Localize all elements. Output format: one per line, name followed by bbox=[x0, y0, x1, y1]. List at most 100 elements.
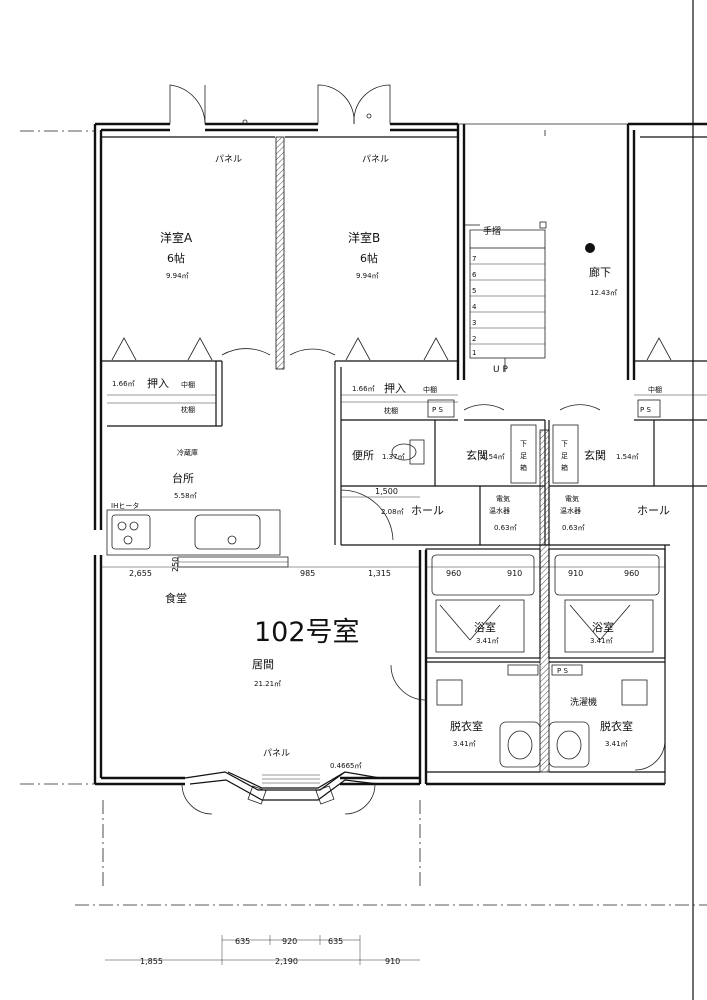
shoe-char-3: 箱 bbox=[520, 463, 527, 472]
western-a-size: 6帖 bbox=[167, 252, 185, 265]
closet-b-pillow: 枕棚 bbox=[384, 406, 398, 415]
right-heater-area: 0.63㎡ bbox=[562, 524, 585, 532]
dim-2655: 2,655 bbox=[129, 569, 152, 578]
fridge-label: 冷蔵庫 bbox=[177, 448, 198, 457]
handrail-label: 手摺 bbox=[483, 225, 501, 237]
dim-kitchen-depth: 250 bbox=[171, 557, 180, 572]
exterior-walls bbox=[93, 122, 466, 786]
stair-step-4: 4 bbox=[472, 303, 477, 311]
stair-step-5: 5 bbox=[472, 287, 476, 295]
dimension-lines bbox=[101, 496, 665, 965]
unit-title: 102号室 bbox=[254, 617, 360, 648]
stair-step-1: 1 bbox=[472, 349, 476, 357]
western-a-name: 洋室A bbox=[160, 230, 193, 245]
ps-label-right-mid: P S bbox=[557, 667, 568, 675]
closet-a-area: 1.66㎡ bbox=[112, 380, 135, 388]
right-entrance-name: 玄関 bbox=[584, 448, 606, 462]
panel-label-a: パネル bbox=[215, 154, 242, 165]
corridor-area: 12.43㎡ bbox=[590, 289, 617, 297]
dim-bath-right-910: 910 bbox=[568, 569, 583, 578]
shoe-right-char-2: 足 bbox=[561, 452, 568, 460]
dot-marker bbox=[585, 243, 595, 253]
closet-a-name: 押入 bbox=[147, 376, 169, 390]
heater-area: 0.63㎡ bbox=[494, 524, 517, 532]
closet-b-shelf: 中棚 bbox=[423, 385, 437, 394]
dressing-area: 3.41㎡ bbox=[453, 740, 476, 748]
toilet-fixture bbox=[391, 439, 425, 465]
entrance-name: 玄関 bbox=[466, 448, 488, 462]
neighbor-walls bbox=[426, 122, 707, 786]
dim-bath-left-910: 910 bbox=[507, 569, 522, 578]
right-entrance-area: 1.54㎡ bbox=[616, 453, 639, 461]
dim-985: 985 bbox=[300, 569, 315, 578]
dim-bottom-2190: 2,190 bbox=[275, 957, 298, 966]
hall-width-dim: 1,500 bbox=[375, 487, 398, 496]
hall-name: ホール bbox=[411, 504, 444, 517]
shoe-boxes bbox=[510, 424, 579, 484]
top-doors bbox=[169, 84, 391, 125]
kitchen-area: 5.58㎡ bbox=[174, 492, 197, 500]
western-a-area: 9.94㎡ bbox=[166, 272, 189, 280]
bathtubs bbox=[425, 548, 666, 659]
western-b-size: 6帖 bbox=[360, 252, 378, 265]
right-heater-line2: 温水器 bbox=[560, 506, 581, 515]
dim-1315: 1,315 bbox=[368, 569, 391, 578]
kitchen-counter bbox=[106, 509, 289, 568]
right-hall-name: ホール bbox=[637, 504, 670, 517]
stair-step-2: 2 bbox=[472, 335, 476, 343]
dim-bath-right-960: 960 bbox=[624, 569, 639, 578]
right-dressing-area: 3.41㎡ bbox=[605, 740, 628, 748]
hall-area: 2.08㎡ bbox=[381, 508, 404, 516]
living-area: 21.21㎡ bbox=[254, 680, 281, 688]
right-shelf-label: 中棚 bbox=[648, 385, 662, 394]
closet-b-name: 押入 bbox=[384, 381, 406, 395]
dim-bottom-1855: 1,855 bbox=[140, 957, 163, 966]
dim-bottom-635-b: 635 bbox=[328, 937, 343, 946]
ps-boxes bbox=[427, 399, 661, 676]
toilet-name: 便所 bbox=[352, 449, 374, 462]
dining-name: 食堂 bbox=[165, 591, 187, 605]
ps-label-right: P S bbox=[640, 406, 651, 414]
right-bath-name: 浴室 bbox=[592, 620, 614, 634]
kitchen-name: 台所 bbox=[172, 471, 194, 485]
dim-bath-left-960: 960 bbox=[446, 569, 461, 578]
staircase bbox=[458, 123, 628, 372]
shoe-char-1: 下 bbox=[520, 440, 527, 448]
stair-step-3: 3 bbox=[472, 319, 476, 327]
closet-a-pillow: 枕棚 bbox=[181, 405, 195, 414]
dim-bottom-920: 920 bbox=[282, 937, 297, 946]
heater-line1: 電気 bbox=[496, 494, 510, 503]
right-washer-label: 洗濯機 bbox=[570, 696, 597, 708]
toilet-area: 1.37㎡ bbox=[382, 453, 405, 461]
western-b-name: 洋室B bbox=[348, 230, 380, 245]
panel-label-b: パネル bbox=[362, 154, 389, 165]
closet-b-area: 1.66㎡ bbox=[352, 385, 375, 393]
ps-label-closet-b: P S bbox=[432, 406, 443, 414]
western-b-area: 9.94㎡ bbox=[356, 272, 379, 280]
shoe-char-2: 足 bbox=[520, 452, 527, 460]
stair-step-6: 6 bbox=[472, 271, 477, 279]
corridor-name: 廊下 bbox=[589, 265, 611, 279]
dim-bottom-635-a: 635 bbox=[235, 937, 250, 946]
bay-window bbox=[181, 771, 381, 815]
dressing-name: 脱衣室 bbox=[450, 719, 483, 733]
stair-step-7: 7 bbox=[472, 255, 476, 263]
right-heater-line1: 電気 bbox=[565, 494, 579, 503]
shoe-right-char-1: 下 bbox=[561, 440, 568, 448]
closet-a-shelf: 中棚 bbox=[181, 380, 195, 389]
dim-bottom-910: 910 bbox=[385, 957, 400, 966]
bay-area: 0.4665㎡ bbox=[330, 762, 362, 770]
living-name: 居間 bbox=[252, 658, 274, 671]
heater-line2: 温水器 bbox=[489, 506, 510, 515]
entrance-area: 1.54㎡ bbox=[482, 453, 505, 461]
bath-area: 3.41㎡ bbox=[476, 637, 499, 645]
stair-up-label: U P bbox=[493, 365, 508, 375]
living-panel-label: パネル bbox=[263, 748, 290, 759]
right-dressing-name: 脱衣室 bbox=[600, 719, 633, 733]
bath-name: 浴室 bbox=[474, 620, 496, 634]
grid-lines bbox=[20, 130, 707, 906]
ih-heater-label: IHヒータ bbox=[111, 501, 139, 510]
right-bath-area: 3.41㎡ bbox=[590, 637, 613, 645]
washbasins bbox=[390, 664, 666, 771]
